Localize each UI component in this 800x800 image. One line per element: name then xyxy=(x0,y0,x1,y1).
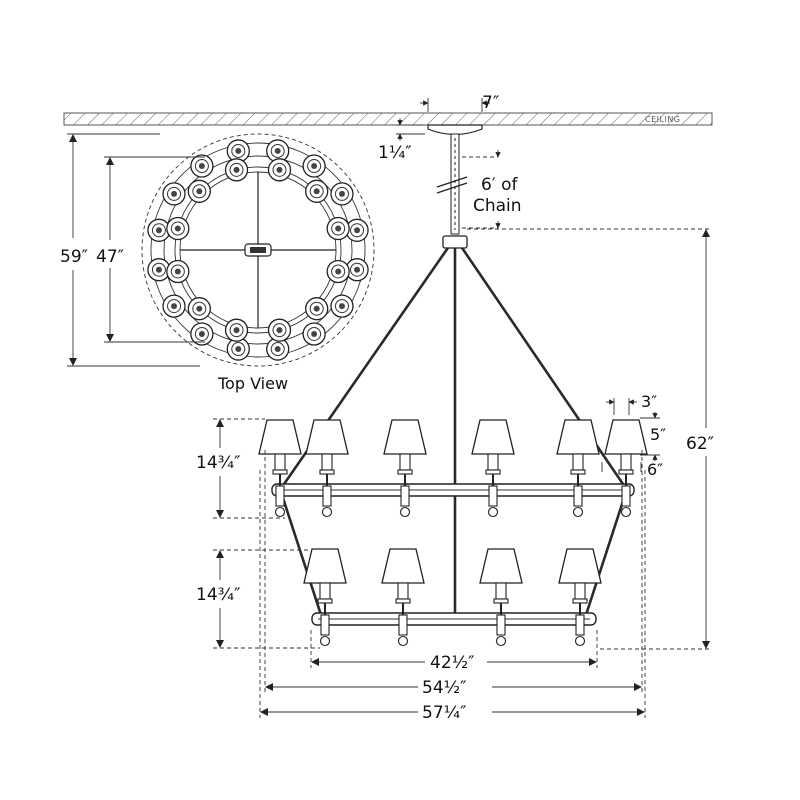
lower-tier-lamp xyxy=(381,548,425,647)
upper-tier-lamp xyxy=(305,419,349,518)
top-view-outer-shade xyxy=(226,337,250,361)
top-view-inner-shade xyxy=(326,259,350,284)
top-view-outer-shade xyxy=(226,139,250,163)
top-view-inner-shade xyxy=(305,179,329,203)
ceiling-label: CEILING xyxy=(645,115,681,124)
top-view-inner-shade xyxy=(166,259,190,284)
top-view-inner-shade xyxy=(224,318,249,342)
dim-mid-width-label: 54½″ xyxy=(422,678,466,698)
dim-upper-tier-label: 14¾″ xyxy=(196,453,240,473)
top-view-outer-shade xyxy=(266,337,290,361)
top-view-shades xyxy=(147,139,369,361)
top-view-inner-shade xyxy=(305,297,329,321)
upper-tier-lamp xyxy=(383,419,427,518)
dim-lower-tier: 14¾″ xyxy=(196,549,320,649)
top-view-outer-shade xyxy=(345,218,369,242)
upper-tier-lamp xyxy=(556,419,600,518)
dim-canopy-height: 1¼″ xyxy=(378,118,425,163)
dim-chain-label-2: Chain xyxy=(473,196,522,216)
dim-lower-ring-width-label: 42½″ xyxy=(430,653,474,673)
top-view-inner-shade xyxy=(166,216,190,241)
upper-tier-lamps xyxy=(258,419,648,518)
dim-overall-width-label: 57¼″ xyxy=(422,703,466,723)
top-view-inner-shade xyxy=(267,318,292,342)
top-view-outer-shade xyxy=(302,322,326,346)
top-view-inner-shade xyxy=(267,158,292,182)
dim-canopy-height-label: 1¼″ xyxy=(378,143,412,163)
top-view-outer-shade xyxy=(190,154,214,178)
lower-tier-lamp xyxy=(303,548,347,647)
dim-top-view-inner: 47″ xyxy=(96,156,205,343)
top-view-outer-shade xyxy=(330,294,354,318)
top-view-inner-shade xyxy=(187,297,211,321)
top-view-inner-shade xyxy=(224,158,249,182)
front-elevation xyxy=(258,235,648,647)
top-view-inner-shade xyxy=(326,216,350,241)
top-view-label: Top View xyxy=(217,374,288,393)
dim-overall-height: 62″ xyxy=(467,228,714,650)
dim-chain-label-1: 6′ of xyxy=(481,175,518,195)
top-view-outer-shade xyxy=(302,154,326,178)
upper-tier-lamp xyxy=(604,419,648,518)
dim-canopy-width: 7″ xyxy=(420,93,499,113)
top-view-outer-shade xyxy=(162,182,186,206)
chain xyxy=(436,133,468,235)
dim-lower-ring-width: 42½″ xyxy=(310,630,598,673)
canopy xyxy=(427,124,483,136)
lower-tier-lamps xyxy=(303,548,602,647)
top-view-outer-shade xyxy=(162,294,186,318)
top-view-outer-shade xyxy=(330,182,354,206)
top-view-outer-shade xyxy=(190,322,214,346)
lower-tier-lamp xyxy=(558,548,602,647)
dim-top-view-outer-label: 59″ xyxy=(60,247,88,267)
dim-overall-height-label: 62″ xyxy=(686,434,714,454)
dim-upper-tier: 14¾″ xyxy=(196,418,285,519)
dim-top-view-outer: 59″ xyxy=(60,133,200,367)
dim-canopy-width-label: 7″ xyxy=(482,93,499,113)
dim-shade-detail: 3″ 5″ 6″ xyxy=(601,392,666,479)
upper-tier-lamp xyxy=(258,419,302,518)
dim-chain: 6′ of Chain xyxy=(462,150,522,229)
dim-mid-width: 54½″ xyxy=(264,450,643,698)
dim-shade-top-label: 3″ xyxy=(641,392,657,411)
lower-tier-lamp xyxy=(479,548,523,647)
top-view-inner-shade xyxy=(187,179,211,203)
ceiling: CEILING xyxy=(63,112,713,126)
dim-shade-bottom-label: 6″ xyxy=(647,460,663,479)
dim-shade-height-label: 5″ xyxy=(650,425,666,444)
dim-overall-width: 57¼″ xyxy=(259,470,646,723)
dim-top-view-inner-label: 47″ xyxy=(96,247,124,267)
top-view: Top View xyxy=(141,133,375,393)
upper-tier-lamp xyxy=(471,419,515,518)
dim-lower-tier-label: 14¾″ xyxy=(196,585,240,605)
